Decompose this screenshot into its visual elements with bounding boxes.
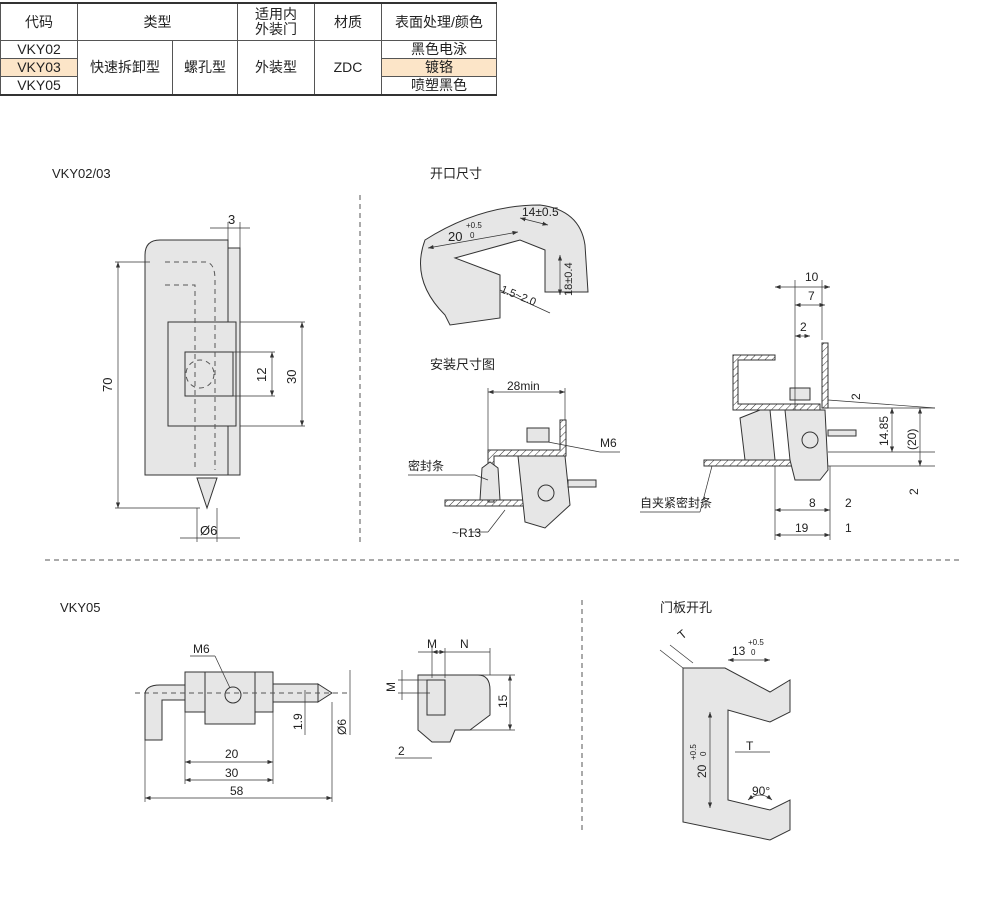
- header-finish: 表面处理/颜色: [381, 2, 497, 41]
- dim-phi6: Ø6: [200, 523, 217, 538]
- dim-20-paren: (20): [905, 429, 919, 450]
- dim-2-vky05: 2: [398, 744, 405, 758]
- header-door-line1: 适用内: [255, 6, 297, 22]
- cell-material: ZDC: [314, 40, 382, 96]
- label-vky05: VKY05: [60, 600, 100, 615]
- side-section-view: [640, 280, 936, 540]
- table-header-row: 代码 类型 适用内外装门 材质 表面处理/颜色: [0, 2, 497, 41]
- table-row: VKY03 镀铬: [0, 58, 497, 77]
- dim-phi6-vky05: Ø6: [335, 719, 349, 735]
- dim-13: 13: [732, 644, 746, 658]
- install-view: [408, 388, 620, 533]
- dim-70: 70: [100, 378, 115, 392]
- header-type: 类型: [77, 2, 238, 41]
- dim-3: 3: [228, 212, 235, 227]
- dim-10: 10: [805, 270, 819, 284]
- dim-thickness: 1.5~2.0: [499, 284, 538, 309]
- dim-30-vky05: 30: [225, 766, 239, 780]
- dim-18: 18±0.4: [563, 262, 575, 296]
- dim-1: 1: [845, 521, 852, 535]
- dim-m: M: [427, 637, 437, 651]
- label-seal: 密封条: [408, 458, 444, 473]
- label-m6: M6: [600, 436, 617, 450]
- vky05-side-view: [395, 648, 515, 759]
- dim-2-lower: 2: [845, 496, 852, 510]
- cell-code: VKY03: [0, 58, 78, 77]
- dim-20-tol-plus: +0.5: [689, 744, 698, 760]
- cell-door: 外装型: [237, 40, 315, 96]
- dim-28min: 28min: [507, 379, 540, 393]
- label-opening: 开口尺寸: [430, 166, 482, 181]
- header-material: 材质: [314, 2, 382, 41]
- dim-r13: ~R13: [452, 526, 481, 540]
- header-code: 代码: [0, 2, 78, 41]
- dim-19: 19: [795, 521, 809, 535]
- dim-12: 12: [254, 368, 269, 382]
- spec-table: 代码 类型 适用内外装门 材质 表面处理/颜色 VKY02 快速拆卸型 螺孔型 …: [0, 2, 497, 96]
- label-door-hole: 门板开孔: [660, 600, 712, 615]
- dim-2-right: 2: [849, 393, 863, 400]
- dim-2-top: 2: [800, 320, 807, 334]
- dim-20-tol-zero: 0: [470, 231, 475, 240]
- dim-20: 20: [448, 229, 462, 244]
- cell-finish: 镀铬: [381, 58, 497, 77]
- dim-58: 58: [230, 784, 244, 798]
- cell-finish: 喷塑黑色: [381, 76, 497, 96]
- dim-20-tol-zero: 0: [699, 751, 708, 756]
- vky0203-front-view: [115, 222, 305, 542]
- dim-15: 15: [496, 694, 510, 708]
- dim-13-tol-plus: +0.5: [748, 638, 764, 647]
- dim-14: 14±0.5: [522, 205, 559, 219]
- dim-8: 8: [809, 496, 816, 510]
- dim-20-hole: 20: [695, 764, 709, 778]
- cell-type2: 螺孔型: [172, 40, 238, 96]
- dim-angle-90: 90°: [752, 784, 770, 798]
- dim-20-vky05: 20: [225, 747, 239, 761]
- dim-20-tol-plus: +0.5: [466, 221, 482, 230]
- dim-13-tol-zero: 0: [751, 648, 756, 657]
- dim-t-top: T: [675, 626, 690, 642]
- table-row: VKY05 喷塑黑色: [0, 76, 497, 96]
- door-hole-sketch: [659, 644, 791, 841]
- label-vky0203: VKY02/03: [52, 166, 111, 181]
- table-row: VKY02 快速拆卸型 螺孔型 外装型 ZDC 黑色电泳: [0, 40, 497, 96]
- dim-2-bottom: 2: [907, 488, 921, 495]
- label-self-clamp-seal: 自夹紧密封条: [640, 495, 712, 510]
- label-m6-vky05: M6: [193, 642, 210, 656]
- header-door-line2: 外装门: [255, 21, 297, 37]
- opening-sketch: [420, 204, 589, 326]
- dim-1-9: 1.9: [291, 713, 305, 730]
- dim-t: T: [746, 739, 754, 753]
- dim-30: 30: [284, 370, 299, 384]
- dim-14-85: 14.85: [877, 416, 891, 446]
- cell-type1: 快速拆卸型: [77, 40, 173, 96]
- vky05-top-view: [135, 655, 351, 802]
- dim-n: N: [460, 637, 469, 651]
- dim-m-vertical: M: [384, 682, 398, 692]
- label-install: 安装尺寸图: [430, 357, 495, 372]
- dim-7: 7: [808, 289, 815, 303]
- cell-code: VKY05: [0, 76, 78, 96]
